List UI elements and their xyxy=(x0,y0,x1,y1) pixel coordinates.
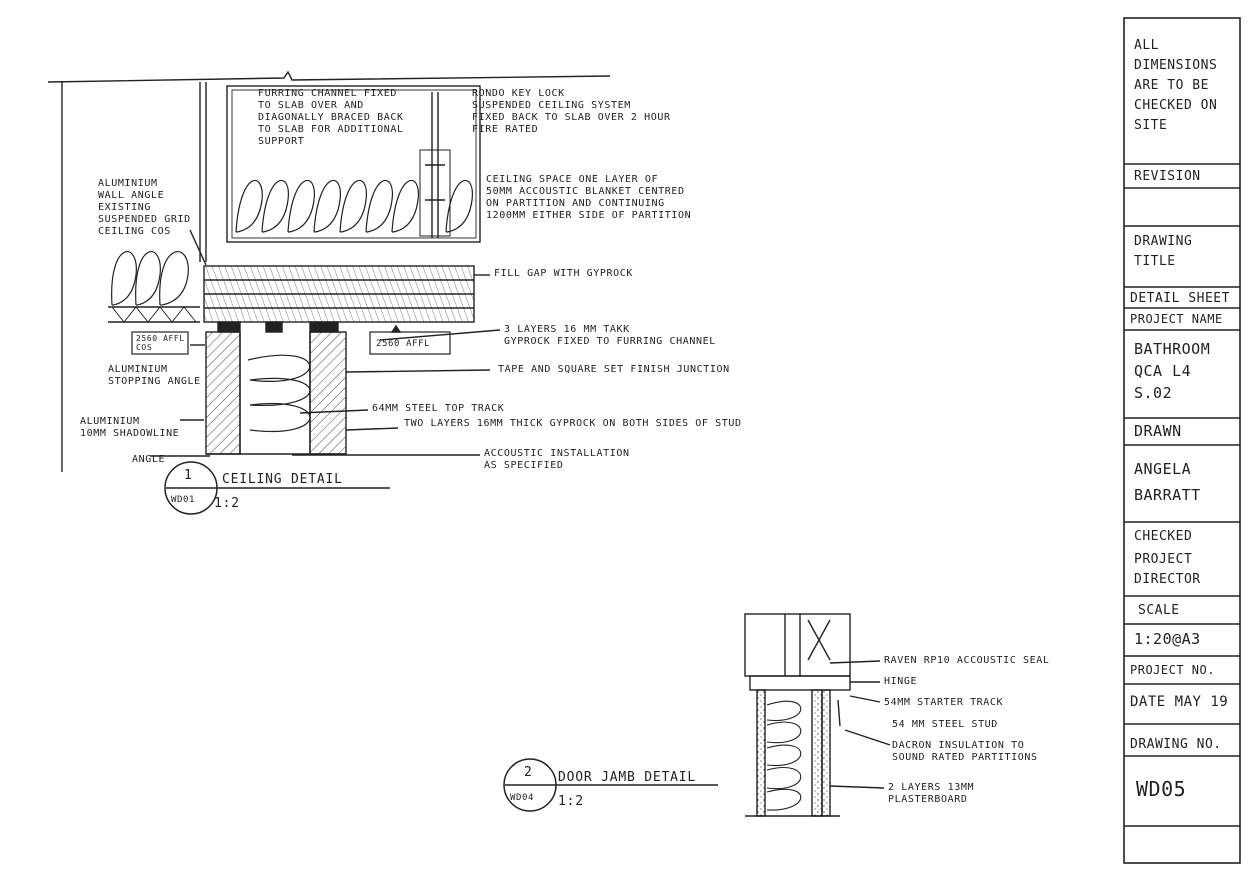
title-block-scale-label: SCALE xyxy=(1138,603,1180,618)
title-block-scale-value: 1:20@A3 xyxy=(1134,630,1201,648)
note-plasterboard: 2 LAYERS 13MM PLASTERBOARD xyxy=(888,782,975,805)
ceiling-detail-scale: 1:2 xyxy=(214,496,240,511)
level-tag-right: 2560 AFFL xyxy=(376,339,431,349)
note-two-layers: TWO LAYERS 16MM THICK GYPROCK ON BOTH SI… xyxy=(404,418,742,429)
title-block-date: DATE MAY 19 xyxy=(1130,694,1229,710)
title-block-checked-label: CHECKED xyxy=(1134,529,1193,544)
note-shadowline: ALUMINIUM 10MM SHADOWLINE xyxy=(80,416,180,439)
note-acoustic-seal: RAVEN RP10 ACCOUSTIC SEAL xyxy=(884,655,1050,666)
ceiling-detail-drawing xyxy=(47,70,611,515)
title-block-drawing-no-value: WD05 xyxy=(1136,777,1187,801)
note-wall-angle: ALUMINIUM WALL ANGLE EXISTING SUSPENDED … xyxy=(98,178,191,237)
title-block-project-no-label: PROJECT NO. xyxy=(1130,663,1215,677)
title-block-revision-label: REVISION xyxy=(1134,169,1201,184)
note-stopping-angle: ALUMINIUM STOPPING ANGLE xyxy=(108,364,201,387)
note-furring-channel: FURRING CHANNEL FIXED TO SLAB OVER AND D… xyxy=(258,88,404,147)
note-steel-stud: 54 MM STEEL STUD xyxy=(892,719,998,730)
title-block-frame xyxy=(1123,17,1241,864)
note-three-layers: 3 LAYERS 16 MM TAKK GYPROCK FIXED TO FUR… xyxy=(504,324,716,347)
title-block-project-name-value: BATHROOM QCA L4 S.02 xyxy=(1134,340,1211,402)
title-block-drawing-no-label: DRAWING NO. xyxy=(1130,737,1222,752)
jamb-detail-scale: 1:2 xyxy=(558,794,584,809)
title-block-drawn-value: ANGELA BARRATT xyxy=(1134,460,1201,504)
note-top-track: 64MM STEEL TOP TRACK xyxy=(372,403,505,414)
jamb-detail-ref: WD04 xyxy=(510,793,535,803)
title-block-dimensions-note: ALL DIMENSIONS ARE TO BE CHECKED ON SITE xyxy=(1134,38,1218,133)
jamb-detail-number: 2 xyxy=(524,765,533,780)
note-tape-finish: TAPE AND SQUARE SET FINISH JUNCTION xyxy=(498,364,730,375)
ceiling-detail-ref: WD01 xyxy=(171,495,196,505)
note-fill-gap: FILL GAP WITH GYPROCK xyxy=(494,268,634,279)
note-accoustic: ACCOUSTIC INSTALLATION AS SPECIFIED xyxy=(484,448,630,471)
title-block-drawn-label: DRAWN xyxy=(1134,422,1182,440)
title-block-drawing-title-label: DRAWING TITLE xyxy=(1134,234,1193,269)
level-tag-left: 2560 AFFL COS xyxy=(136,334,185,352)
note-hinge: HINGE xyxy=(884,676,918,687)
note-starter-track: 54MM STARTER TRACK xyxy=(884,697,1004,708)
note-dacron: DACRON INSULATION TO SOUND RATED PARTITI… xyxy=(892,740,1038,763)
title-block-project-name-label: PROJECT NAME xyxy=(1130,312,1223,326)
ceiling-detail-title: CEILING DETAIL xyxy=(222,472,343,487)
door-jamb-detail-drawing xyxy=(503,613,891,817)
note-angle: ANGLE xyxy=(132,454,166,465)
note-rondo-ceiling: RONDO KEY LOCK SUSPENDED CEILING SYSTEM … xyxy=(472,88,671,135)
title-block-checked-value: PROJECT DIRECTOR xyxy=(1134,552,1201,587)
jamb-detail-title: DOOR JAMB DETAIL xyxy=(558,770,697,785)
ceiling-detail-number: 1 xyxy=(184,468,193,483)
title-block-drawing-title-value: DETAIL SHEET xyxy=(1130,291,1230,306)
note-ceiling-space: CEILING SPACE ONE LAYER OF 50MM ACCOUSTI… xyxy=(486,174,692,221)
